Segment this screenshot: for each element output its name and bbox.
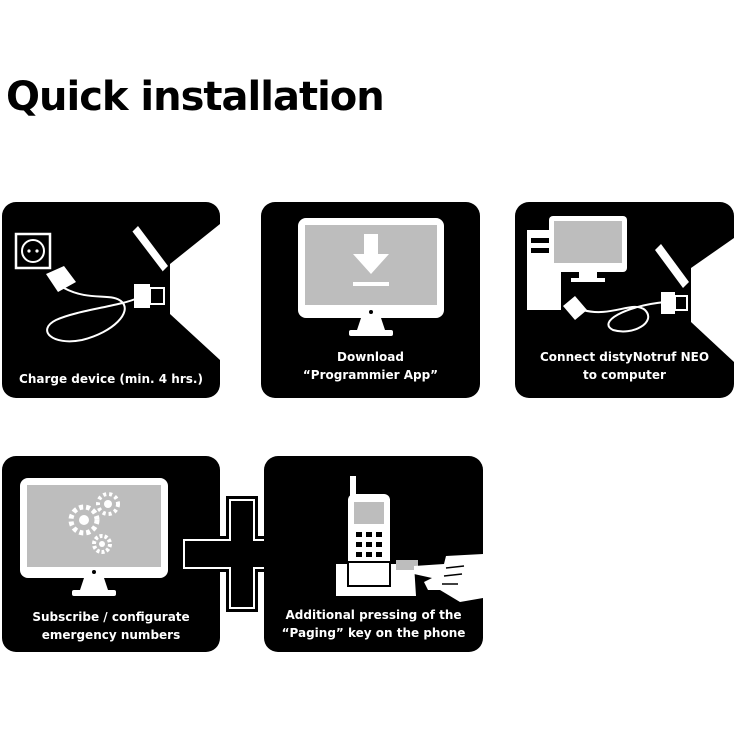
step-caption-line: Charge device (min. 4 hrs.) (19, 372, 203, 386)
step-download-app: Download “Programmier App” (261, 202, 480, 398)
step-caption-line: Subscribe / configurate (32, 610, 190, 624)
step-caption-line: Additional pressing of the (285, 608, 462, 622)
cordless-phone-icon (336, 476, 418, 596)
power-socket-icon (14, 232, 52, 270)
page-title: Quick installation (6, 74, 385, 120)
step-caption-line: emergency numbers (41, 628, 181, 642)
gears-icon (68, 492, 120, 554)
step-caption-line: “Programmier App” (302, 368, 439, 382)
usb-cable-icon (563, 292, 688, 333)
step-connect-computer: Connect distyNotruf NEO to computer (515, 202, 734, 398)
download-icon (353, 234, 389, 286)
emergency-device-icon (655, 238, 734, 362)
step-configure-numbers: Subscribe / configurate emergency number… (2, 456, 220, 652)
usb-cable-icon (46, 266, 165, 343)
emergency-device-icon (129, 224, 220, 360)
step-caption-line: Connect distyNotruf NEO (539, 350, 710, 364)
step-caption-line: “Paging” key on the phone (281, 626, 466, 640)
monitor-icon (20, 478, 168, 596)
step-caption-line: Download (337, 350, 404, 364)
pointing-hand-icon (414, 554, 483, 602)
step-charge-device: Charge device (min. 4 hrs.) (2, 202, 220, 398)
plus-icon (180, 496, 304, 612)
step-paging-key: Additional pressing of the “Paging” key … (264, 456, 483, 652)
desktop-computer-icon (527, 216, 627, 310)
step-caption-line: to computer (583, 368, 666, 382)
